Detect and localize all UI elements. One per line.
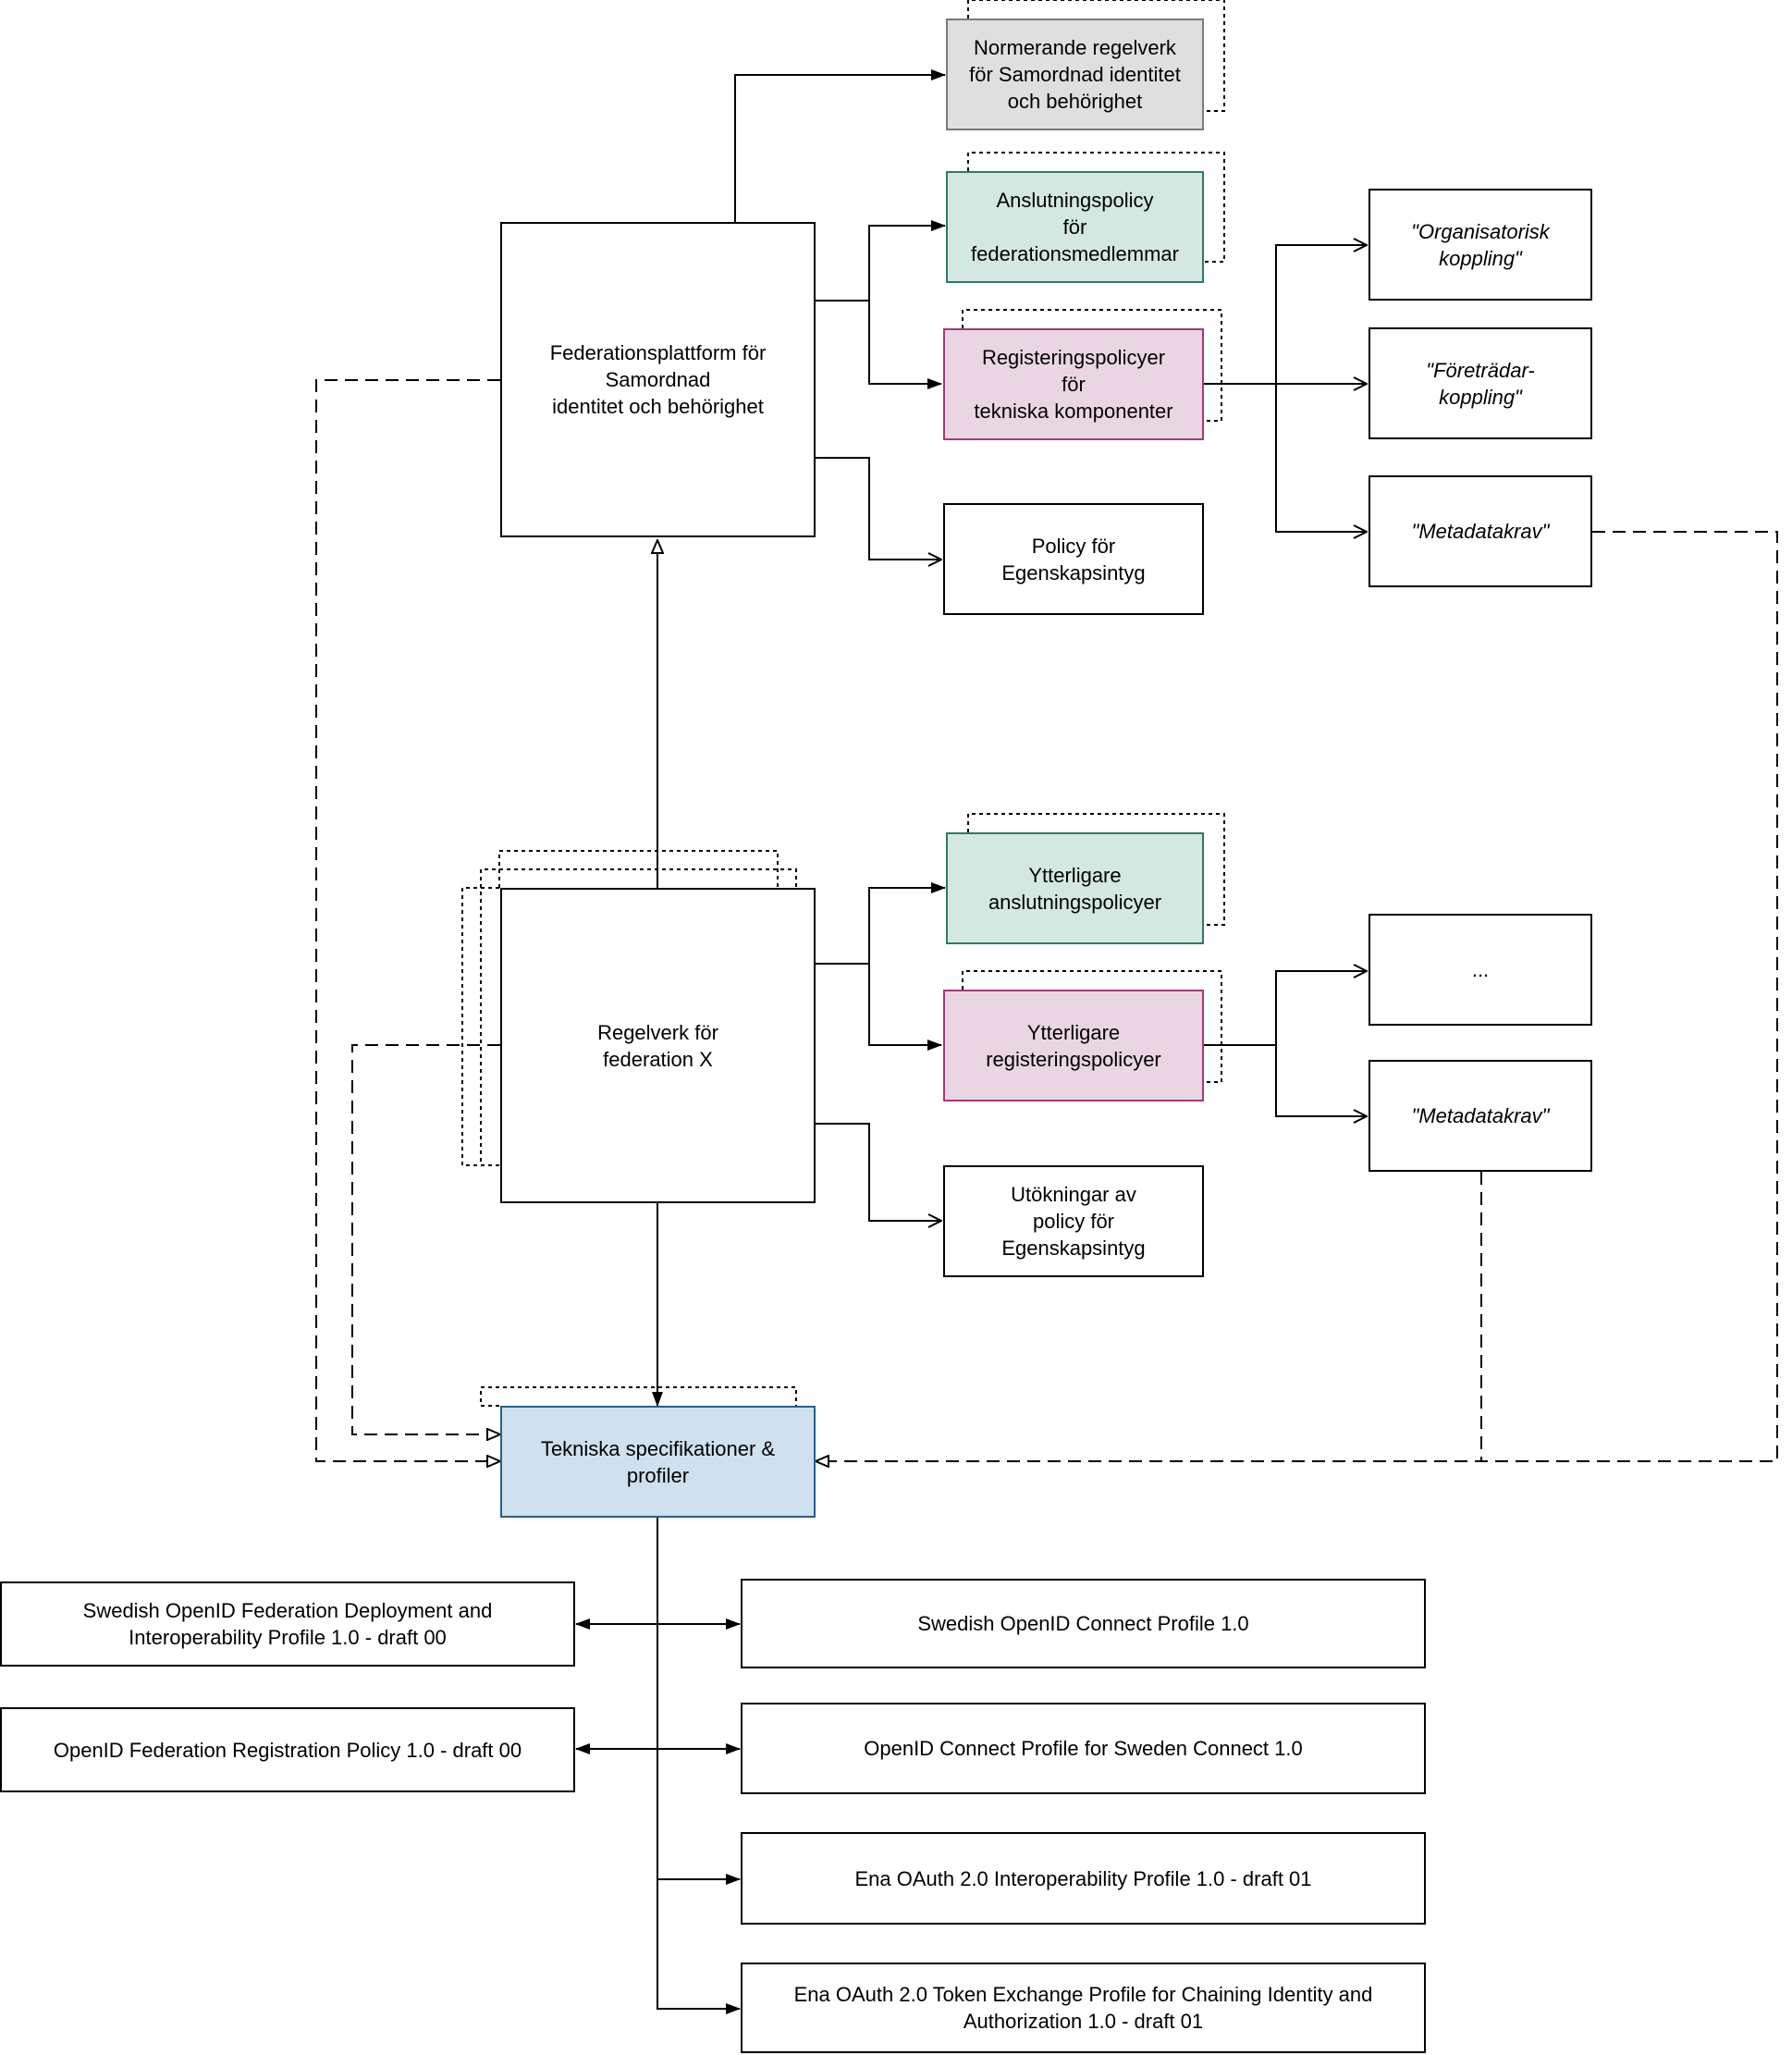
sweden-connect-profile-label: OpenID Connect Profile for Sweden Connec…	[864, 1737, 1303, 1760]
sweden-connect-profile-box[interactable]: OpenID Connect Profile for Sweden Connec…	[741, 1703, 1426, 1794]
foretradar-koppling-box[interactable]: "Företrädar- koppling"	[1369, 327, 1592, 439]
ytterligare-registeringspolicyer-label: Ytterligare registeringspolicyer	[986, 1020, 1161, 1071]
federationsplattform-box[interactable]: Federationsplattform för Samordnad ident…	[500, 222, 816, 537]
metadatakrav-top-box[interactable]: "Metadatakrav"	[1369, 475, 1592, 587]
ellipsis-box[interactable]: ...	[1369, 914, 1592, 1026]
metadatakrav-bottom-box[interactable]: "Metadatakrav"	[1369, 1060, 1592, 1172]
ena-token-exchange-label: Ena OAuth 2.0 Token Exchange Profile for…	[793, 1983, 1373, 2033]
tekniska-specifikationer-box[interactable]: Tekniska specifikationer & profiler	[500, 1406, 816, 1518]
swedish-federation-deployment-label: Swedish OpenID Federation Deployment and…	[82, 1599, 493, 1649]
utokningar-label: Utökningar av policy för Egenskapsintyg	[1001, 1183, 1146, 1260]
swedish-openid-connect-box[interactable]: Swedish OpenID Connect Profile 1.0	[741, 1579, 1426, 1668]
ytterligare-registeringspolicyer-box[interactable]: Ytterligare registeringspolicyer	[943, 990, 1204, 1101]
swedish-federation-deployment-box[interactable]: Swedish OpenID Federation Deployment and…	[0, 1581, 575, 1667]
solid-connectors	[575, 69, 1367, 2014]
anslutningspolicy-label: Anslutningspolicy för federationsmedlemm…	[971, 189, 1179, 265]
ytterligare-anslutningspolicyer-label: Ytterligare anslutningspolicyer	[988, 863, 1162, 914]
tekniska-specifikationer-label: Tekniska specifikationer & profiler	[540, 1436, 776, 1487]
metadatakrav-bottom-label: "Metadatakrav"	[1411, 1104, 1550, 1127]
metadatakrav-top-label: "Metadatakrav"	[1411, 520, 1550, 543]
registeringspolicyer-box[interactable]: Registeringspolicyer för tekniska kompon…	[943, 328, 1204, 440]
foretradar-koppling-label: "Företrädar- koppling"	[1426, 358, 1535, 409]
organisatorisk-koppling-label: "Organisatorisk koppling"	[1411, 219, 1550, 270]
federation-registration-policy-label: OpenID Federation Registration Policy 1.…	[53, 1738, 522, 1762]
registeringspolicyer-label: Registeringspolicyer för tekniska kompon…	[974, 346, 1173, 423]
ytterligare-anslutningspolicyer-box[interactable]: Ytterligare anslutningspolicyer	[946, 832, 1204, 944]
utokningar-box[interactable]: Utökningar av policy för Egenskapsintyg	[943, 1165, 1204, 1277]
ena-token-exchange-box[interactable]: Ena OAuth 2.0 Token Exchange Profile for…	[741, 1963, 1426, 2053]
ellipsis-label: ...	[1471, 958, 1490, 981]
normerande-regelverk-box[interactable]: Normerande regelverk för Samordnad ident…	[946, 18, 1204, 130]
organisatorisk-koppling-box[interactable]: "Organisatorisk koppling"	[1369, 189, 1592, 301]
federationsplattform-label: Federationsplattform för Samordnad ident…	[549, 341, 767, 418]
ena-oauth-interop-label: Ena OAuth 2.0 Interoperability Profile 1…	[854, 1866, 1312, 1890]
normerande-regelverk-label: Normerande regelverk för Samordnad ident…	[969, 36, 1181, 113]
ena-oauth-interop-box[interactable]: Ena OAuth 2.0 Interoperability Profile 1…	[741, 1832, 1426, 1925]
policy-egenskapsintyg-box[interactable]: Policy för Egenskapsintyg	[943, 503, 1204, 615]
federation-registration-policy-box[interactable]: OpenID Federation Registration Policy 1.…	[0, 1707, 575, 1792]
dashed-connectors	[315, 379, 1778, 1461]
policy-egenskapsintyg-label: Policy för Egenskapsintyg	[1001, 534, 1146, 585]
stack-frames	[461, 0, 1225, 1407]
anslutningspolicy-box[interactable]: Anslutningspolicy för federationsmedlemm…	[946, 171, 1204, 283]
regelverk-federation-x-box[interactable]: Regelverk för federation X	[500, 888, 816, 1203]
regelverk-federation-x-label: Regelverk för federation X	[597, 1020, 718, 1071]
swedish-openid-connect-label: Swedish OpenID Connect Profile 1.0	[917, 1612, 1249, 1635]
